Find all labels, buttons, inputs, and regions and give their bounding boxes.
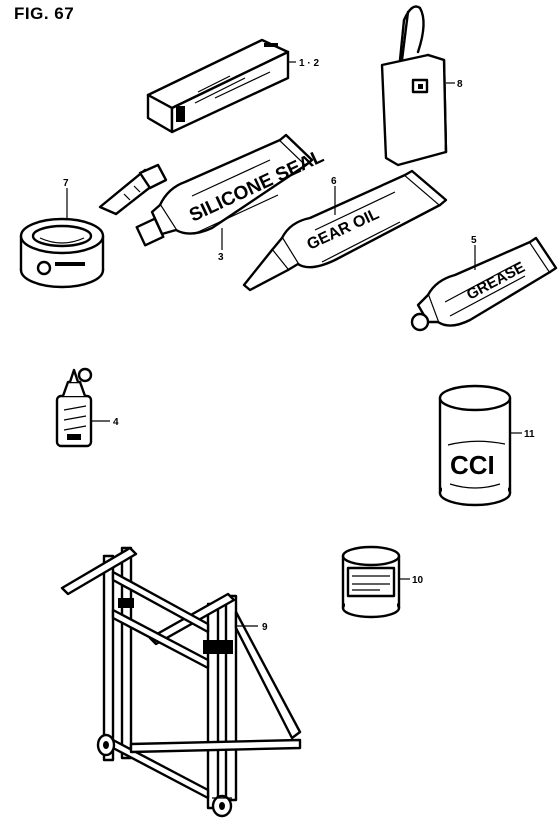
can-label: CCI xyxy=(450,450,495,480)
grease-tube: GREASE xyxy=(410,236,558,332)
callout-label: 7 xyxy=(63,178,69,189)
tape-roll xyxy=(19,217,105,289)
callout-label: 4 xyxy=(113,417,119,428)
nozzle-cap xyxy=(98,163,168,216)
small-can xyxy=(341,545,401,619)
bond-box xyxy=(146,38,290,134)
figure-title: FIG. 67 xyxy=(14,4,75,23)
pouch-applicator xyxy=(380,5,448,167)
callout-label: 1 · 2 xyxy=(299,58,319,69)
engine-stand xyxy=(60,546,302,818)
oil-bottle xyxy=(55,367,93,448)
callout-label: 8 xyxy=(457,79,463,90)
callout-label: 6 xyxy=(331,176,337,187)
large-can: CCI xyxy=(438,384,512,507)
callout-label: 9 xyxy=(262,622,268,633)
callout-label: 10 xyxy=(412,575,424,586)
callout-label: 5 xyxy=(471,235,477,246)
callout-label: 3 xyxy=(218,252,224,263)
callout-label: 11 xyxy=(524,429,535,440)
